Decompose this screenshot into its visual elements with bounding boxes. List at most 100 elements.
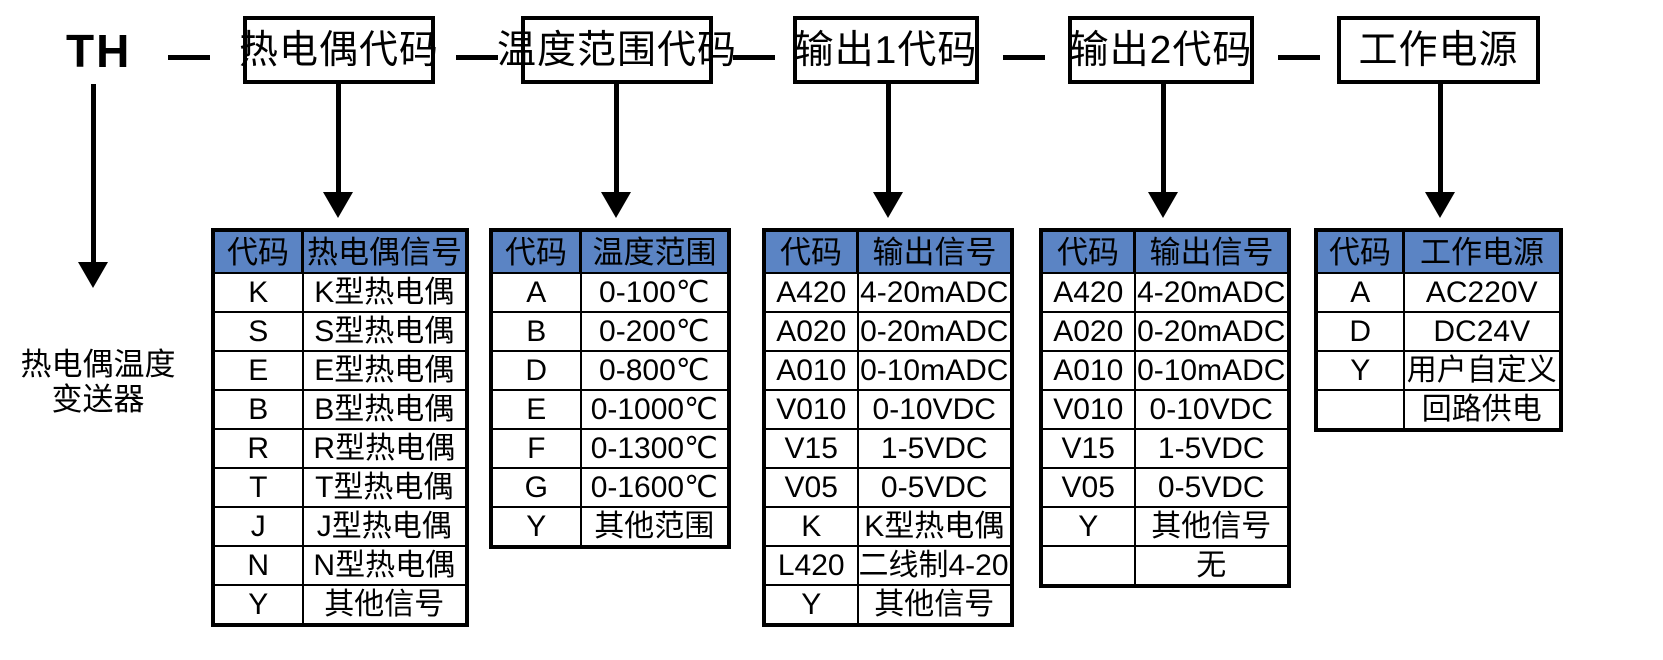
cell-code: F [490, 428, 582, 469]
code-box-output1[interactable]: 输出1代码 [793, 16, 979, 84]
cell-code: Y [1040, 506, 1136, 547]
table-row[interactable]: 无 [1040, 545, 1290, 587]
cell-code: N [212, 545, 304, 586]
cell-code: D [1315, 311, 1405, 352]
cell-description: 其他信号 [301, 584, 468, 626]
separator-dash-5 [1278, 55, 1320, 60]
separator-dash-3 [733, 55, 775, 60]
connector-arrow-output1 [873, 192, 903, 218]
cell-description: 0-10VDC [856, 389, 1013, 430]
code-box-power-supply-label: 工作电源 [1358, 28, 1519, 72]
table-row[interactable]: 回路供电 [1315, 389, 1562, 431]
connector-line-power-supply [1438, 84, 1443, 194]
cell-description: 0-20mADC [1133, 311, 1290, 352]
cell-code: E [212, 350, 304, 391]
code-box-thermocouple[interactable]: 热电偶代码 [239, 16, 438, 84]
connector-line-output2 [1161, 84, 1166, 194]
table-header-row: 代码 输出信号 [1040, 229, 1290, 274]
column-header-code: 代码 [763, 229, 859, 274]
cell-code: G [490, 467, 582, 508]
table-header-row: 代码 输出信号 [763, 229, 1013, 274]
code-box-output2[interactable]: 输出2代码 [1068, 16, 1254, 84]
product-name-note: 热电偶温度 变送器 [8, 347, 188, 417]
code-box-temperature-range[interactable]: 温度范围代码 [497, 16, 736, 84]
connector-arrow-output2 [1148, 192, 1178, 218]
column-header-value: 温度范围 [579, 229, 730, 274]
cell-description: 0-10mADC [1133, 350, 1290, 391]
cell-code: Y [212, 584, 304, 626]
separator-dash-2 [456, 55, 498, 60]
cell-code: A420 [763, 272, 859, 313]
table-header-row: 代码 温度范围 [490, 229, 730, 274]
connector-line-th [91, 84, 96, 264]
cell-description: 无 [1133, 545, 1290, 587]
column-header-code: 代码 [1040, 229, 1136, 274]
cell-code: A [490, 272, 582, 313]
cell-code: V05 [1040, 467, 1136, 508]
cell-code: A420 [1040, 272, 1136, 313]
connector-arrow-power-supply [1425, 192, 1455, 218]
cell-code: T [212, 467, 304, 508]
cell-code: A010 [1040, 350, 1136, 391]
code-box-thermocouple-label: 热电偶代码 [239, 28, 440, 72]
connector-line-thermocouple [336, 84, 341, 194]
cell-description: 0-10VDC [1133, 389, 1290, 430]
cell-code: V010 [1040, 389, 1136, 430]
cell-description: 0-10mADC [856, 350, 1013, 391]
connector-arrow-th [78, 262, 108, 288]
cell-description: DC24V [1402, 311, 1562, 352]
cell-description: 0-5VDC [856, 467, 1013, 508]
model-prefix-th: TH [66, 25, 132, 77]
column-header-code: 代码 [490, 229, 582, 274]
product-name-line-1: 热电偶温度 [20, 347, 176, 382]
cell-code: A020 [1040, 311, 1136, 352]
code-box-power-supply[interactable]: 工作电源 [1337, 16, 1540, 84]
cell-code: K [212, 272, 304, 313]
cell-description: 0-100℃ [579, 272, 730, 313]
cell-code: Y [490, 506, 582, 548]
cell-code: V05 [763, 467, 859, 508]
cell-code: B [212, 389, 304, 430]
connector-arrow-temperature-range [601, 192, 631, 218]
